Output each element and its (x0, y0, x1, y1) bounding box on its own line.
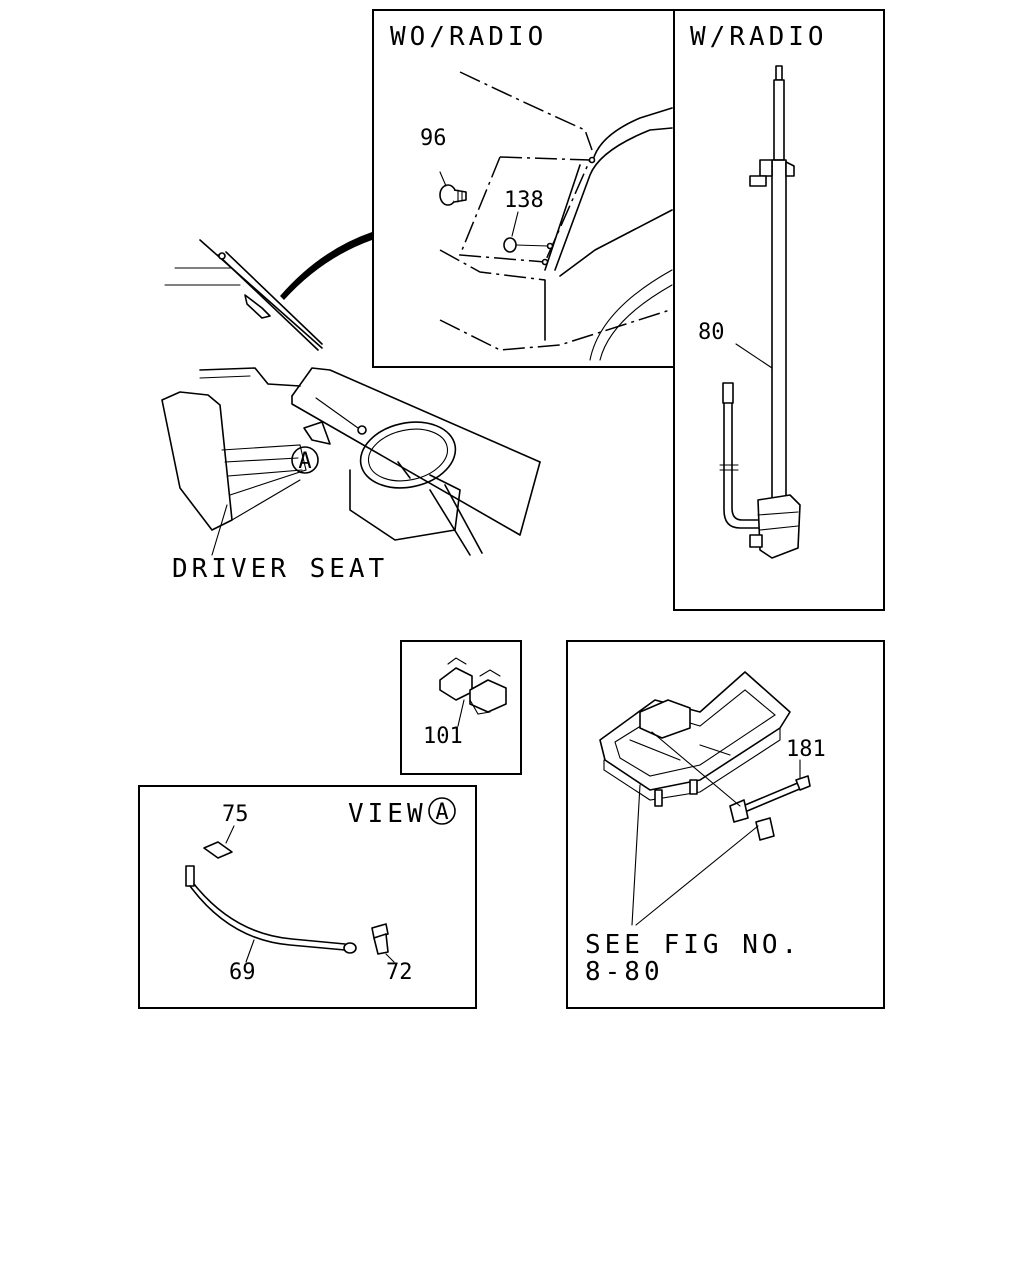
cabin-overview: A DRIVER SEAT (161, 232, 541, 584)
part-75-label: 75 (222, 802, 249, 827)
view-a-panel: VIEW A 75 69 72 (138, 785, 477, 1009)
part-96-label: 96 (420, 126, 447, 151)
w-radio-panel: W/RADIO 80 (673, 9, 885, 611)
wo-radio-panel: WO/RADIO 96 138 (372, 9, 675, 368)
driver-seat-label: DRIVER SEAT (172, 554, 388, 584)
bracket-panel: 181 SEE FIG NO. 8-80 (566, 640, 885, 1009)
part-101-label: 101 (423, 724, 463, 749)
clip-panel: 101 (400, 640, 522, 775)
wo-radio-title: WO/RADIO (390, 22, 547, 52)
part-138-label: 138 (504, 188, 544, 213)
reference-text-line1: SEE FIG NO. (585, 930, 801, 960)
view-a-title-marker: A (435, 800, 448, 825)
reference-text-line2: 8-80 (585, 957, 664, 987)
view-a-marker: A (298, 449, 311, 474)
view-a-title: VIEW (348, 799, 427, 829)
part-80-label: 80 (698, 320, 725, 345)
part-181-label: 181 (786, 737, 826, 762)
part-72-label: 72 (386, 960, 413, 985)
w-radio-title: W/RADIO (690, 22, 828, 52)
part-69-label: 69 (229, 960, 256, 985)
